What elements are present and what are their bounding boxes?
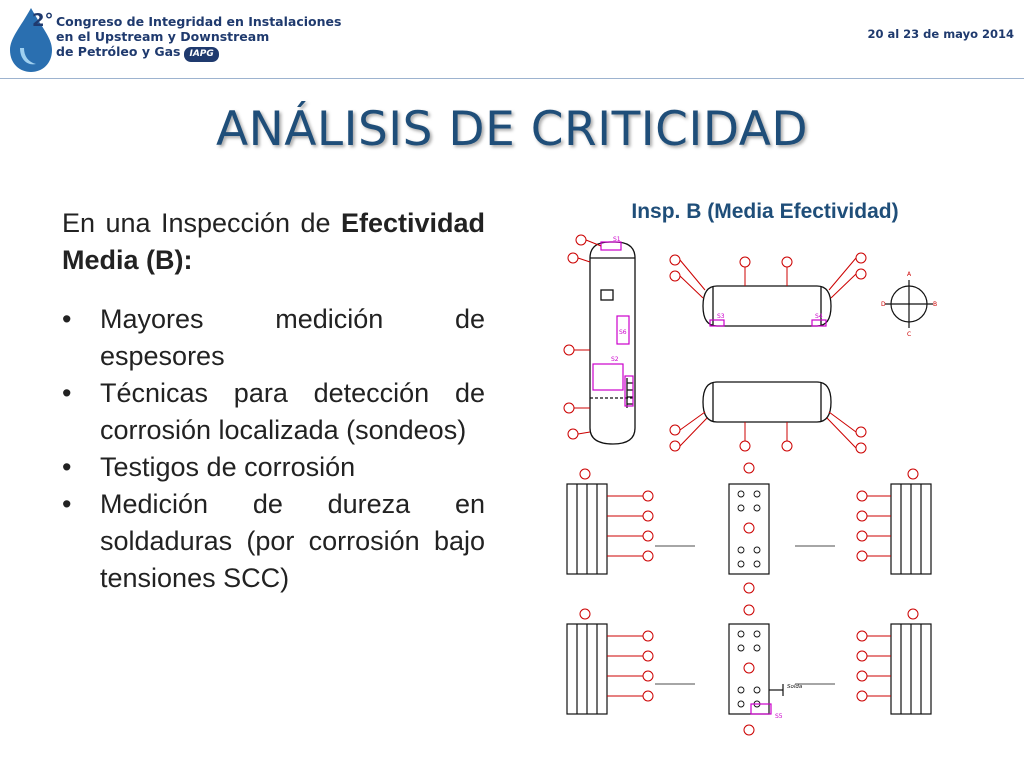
bullet-item: Medición de dureza en soldaduras (por co…: [62, 486, 485, 597]
inspection-drawing: S1 S6 S2 S3 S4 A B C D: [563, 234, 937, 736]
congress-logo-drop-icon: 2°: [10, 8, 54, 72]
event-date: 20 al 23 de mayo 2014: [867, 27, 1014, 41]
heat-exchanger-row-1: [566, 483, 932, 575]
svg-text:S5: S5: [775, 713, 783, 720]
logo-line1: Congreso de Integridad en Instalaciones: [56, 14, 342, 29]
tube-sheet-holes-row-1: [737, 490, 761, 568]
svg-text:C: C: [907, 331, 911, 338]
svg-text:B: B: [933, 301, 937, 308]
slide-body: En una Inspección de Efectividad Media (…: [62, 205, 485, 597]
slide-title: ANÁLISIS DE CRITICIDAD: [215, 102, 809, 157]
svg-text:S2: S2: [611, 356, 619, 363]
bullet-item: Técnicas para detección de corrosión loc…: [62, 375, 485, 449]
horizontal-vessel-bottom: [702, 381, 832, 423]
heat-exchanger-row-1-markers: [579, 462, 919, 594]
bullet-list: Mayores medición de espesores Técnicas p…: [62, 301, 485, 597]
tube-sheet-holes-row-2: [737, 630, 761, 708]
intro-paragraph: En una Inspección de Efectividad Media (…: [62, 205, 485, 279]
horizontal-vessel-top-test-points: [709, 319, 827, 327]
intro-text: En una Inspección de: [62, 208, 341, 238]
horizontal-vessel-top-markers: [669, 252, 867, 299]
svg-text:S3: S3: [717, 313, 725, 320]
vertical-vessel: [589, 241, 636, 445]
vertical-vessel-markers: [563, 234, 602, 440]
heat-exchanger-row-2: [566, 623, 932, 715]
weld-test-point: [750, 703, 772, 715]
svg-text:D: D: [881, 301, 886, 308]
vertical-vessel-labels: S1 S6 S2: [611, 236, 627, 363]
iapg-badge: IAPG: [184, 47, 219, 62]
cross-section-view: [885, 280, 933, 328]
svg-text:Solda: Solda: [787, 684, 803, 690]
header-divider: [0, 78, 1024, 79]
intro-bold-text: Efectividad Media (B):: [62, 208, 485, 275]
svg-text:S1: S1: [613, 236, 621, 243]
figure-caption: Insp. B (Media Efectividad): [631, 200, 899, 223]
bullet-item: Mayores medición de espesores: [62, 301, 485, 375]
bullet-item: Testigos de corrosión: [62, 449, 485, 486]
congress-name: Congreso de Integridad en Instalaciones …: [56, 14, 341, 62]
logo-line2: en el Upstream y Downstream: [56, 29, 270, 44]
svg-text:A: A: [907, 271, 912, 278]
horizontal-vessel-bottom-markers: [669, 411, 867, 454]
svg-text:S4: S4: [815, 313, 823, 320]
header: 2° Congreso de Integridad en Instalacion…: [0, 0, 1024, 80]
svg-text:S6: S6: [619, 329, 627, 336]
heat-exchanger-row-2-markers: [579, 604, 919, 736]
logo-number: 2°: [32, 10, 54, 31]
